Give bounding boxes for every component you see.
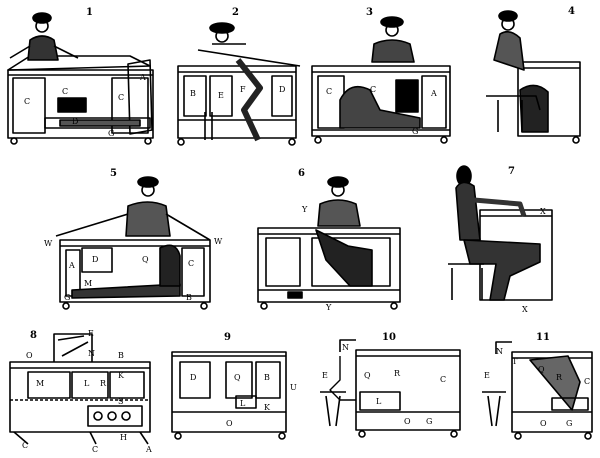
p8-label: N xyxy=(88,349,95,358)
panel-number-2: 2 xyxy=(232,7,239,18)
p3-label: G xyxy=(412,127,418,136)
p11-label: C xyxy=(584,377,590,386)
p10-label: E xyxy=(322,371,328,380)
panel-number-7: 7 xyxy=(508,166,515,177)
p9-label: U xyxy=(290,383,297,392)
p8-label: K xyxy=(118,371,125,380)
p1-label: A xyxy=(139,73,146,82)
p7-label: X xyxy=(522,305,528,314)
p11-label: G xyxy=(566,419,572,428)
letter-keys: A C C C D G B E F D C C A G W W A D Q C … xyxy=(22,73,590,454)
panel-number-6: 6 xyxy=(298,168,305,179)
p3-label: C xyxy=(370,85,376,94)
panel-8-drawing xyxy=(9,333,151,445)
p6-label: Y xyxy=(325,303,332,312)
panel-3-drawing xyxy=(311,16,451,144)
p5-label: G xyxy=(64,293,70,302)
p11-label: T xyxy=(512,357,518,366)
p8-label: C xyxy=(92,445,98,454)
p2-label: F xyxy=(240,85,246,94)
panel-5-drawing xyxy=(55,176,211,310)
p9-label: D xyxy=(190,373,196,382)
p10-label: N xyxy=(342,343,349,352)
p11-label: E xyxy=(484,371,490,380)
p5-label: Q xyxy=(142,255,149,264)
panel-4-drawing xyxy=(486,10,581,144)
p11-label: N xyxy=(496,347,503,356)
p5-label: A xyxy=(68,261,75,270)
p10-label: Q xyxy=(364,371,371,380)
p5-label: C xyxy=(188,259,194,268)
p2-label: D xyxy=(279,85,285,94)
p5-label: B xyxy=(186,293,192,302)
p1-label: D xyxy=(72,117,78,126)
panel-11-drawing xyxy=(482,341,593,440)
p9-label: Q xyxy=(234,373,241,382)
p10-label: R xyxy=(394,369,401,378)
panel-number-11: 11 xyxy=(536,332,550,343)
p8-label: A xyxy=(145,445,152,454)
p9-label: O xyxy=(226,419,233,428)
p1-label: C xyxy=(118,93,124,102)
p9-label: B xyxy=(264,373,270,382)
p9-label: K xyxy=(264,403,271,412)
p8-label: S xyxy=(118,397,123,406)
p5-label: W xyxy=(214,237,223,246)
panel-1-drawing xyxy=(7,12,154,145)
p8-label: L xyxy=(84,379,90,388)
p7-label: X xyxy=(540,207,546,216)
p5-label: W xyxy=(44,239,53,248)
panel-number-4: 4 xyxy=(568,6,575,17)
p2-label: B xyxy=(190,89,196,98)
p5-label: D xyxy=(92,255,98,264)
p11-label: Q xyxy=(538,365,545,374)
p1-label: G xyxy=(108,129,114,138)
p3-label: A xyxy=(430,89,437,98)
p10-label: L xyxy=(376,397,382,406)
panel-number-8: 8 xyxy=(30,330,37,341)
p8-label: E xyxy=(88,329,94,338)
p8-label: R xyxy=(100,379,107,388)
panel-7-drawing xyxy=(448,165,553,301)
p8-label: B xyxy=(118,351,124,360)
p2-label: E xyxy=(218,91,224,100)
panel-number-10: 10 xyxy=(382,332,396,343)
panel-number-1: 1 xyxy=(86,7,93,18)
p3-label: C xyxy=(326,87,332,96)
panel-number-5: 5 xyxy=(110,168,117,179)
p5-label: M xyxy=(84,279,92,288)
panel-2-drawing xyxy=(177,22,301,146)
p6-label: Y xyxy=(301,205,308,214)
panel-10-drawing xyxy=(320,339,461,438)
p8-label: O xyxy=(26,351,33,360)
p11-label: O xyxy=(540,419,547,428)
p8-label: M xyxy=(36,379,44,388)
p8-label: C xyxy=(22,441,28,450)
p9-label: L xyxy=(240,399,246,408)
p10-label: G xyxy=(426,417,432,426)
p8-label: H xyxy=(120,433,127,442)
panel-numbers: 1 2 3 4 5 6 7 8 9 10 11 xyxy=(30,6,575,343)
panel-number-9: 9 xyxy=(224,332,231,343)
p1-label: C xyxy=(62,87,68,96)
panel-number-3: 3 xyxy=(366,7,373,18)
panel-9-drawing xyxy=(171,351,287,440)
p10-label: C xyxy=(440,375,446,384)
p11-label: R xyxy=(556,373,563,382)
panel-6-drawing xyxy=(257,176,401,310)
p1-label: C xyxy=(24,97,30,106)
p10-label: O xyxy=(404,417,411,426)
